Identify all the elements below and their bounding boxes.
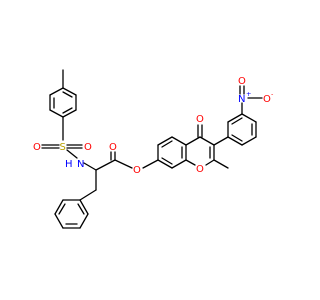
sulfonyl-o-top-label: O [84, 142, 92, 153]
structure-drawing: S O O N H O O O O N + O O - [33, 69, 274, 229]
nitro-n-label: N [238, 94, 245, 105]
tolyl-ring [49, 69, 77, 141]
molecule-diagram: S O O N H O O O O N + O O - [33, 69, 274, 229]
sulfonyl-group [41, 144, 83, 159]
ester-o-label: O [133, 165, 141, 176]
nitro-o-right-label: O [263, 94, 271, 105]
ester-link [142, 159, 159, 169]
ring-o-label: O [196, 164, 204, 175]
nitro-o-charge-label: - [271, 90, 274, 98]
pyranone-ring [185, 124, 229, 169]
amine-n-label: N [77, 159, 84, 170]
ketone-o-label: O [196, 114, 204, 125]
nitro-n-charge-label: + [246, 90, 251, 98]
carbonyl-o-label: O [109, 142, 117, 153]
sulfonyl-s-label: S [60, 142, 66, 153]
phenyl-ring [54, 199, 89, 229]
amine-h-label: H [65, 159, 73, 170]
backbone [79, 151, 133, 201]
sulfonyl-o-left-label: O [33, 142, 41, 153]
chromone-benzo-ring [157, 136, 187, 169]
nitro-group [239, 85, 263, 99]
nitrophenyl-ring [213, 102, 257, 146]
atom-labels: S O O N H O O O O N + O O - [33, 76, 274, 176]
nitro-o-top-label: O [238, 76, 246, 87]
